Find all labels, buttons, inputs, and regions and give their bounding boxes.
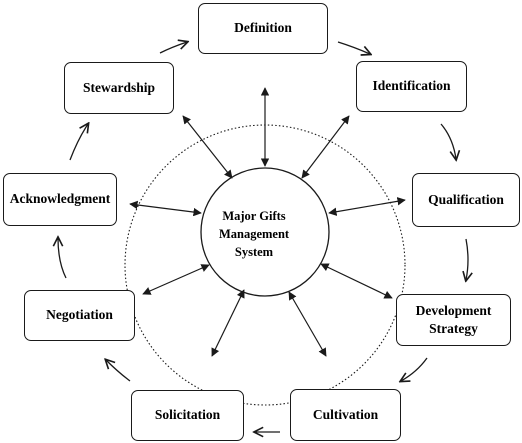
- spoke-arrow-bottom-left: [211, 289, 245, 357]
- center-label: Major Gifts Management System: [218, 208, 290, 260]
- spoke-arrows: [129, 87, 406, 357]
- stage-label-acknowledgment: Acknowledgment: [9, 191, 111, 207]
- stage-label-definition: Definition: [234, 20, 292, 36]
- center-circle: [200, 167, 330, 297]
- cycle-arrow-definition-to-identification: [337, 41, 370, 54]
- stage-label-qualification: Qualification: [428, 191, 504, 207]
- stage-box-definition: Definition: [198, 3, 328, 54]
- cycle-arrow-negotiation-to-acknowledgment: [58, 238, 67, 279]
- stage-label-cultivation: Cultivation: [312, 406, 379, 422]
- stage-label-solicitation: Solicitation: [154, 407, 221, 423]
- stage-label-stewardship: Stewardship: [82, 79, 155, 95]
- cycle-arrow-identification-to-qualification: [440, 123, 456, 159]
- spoke-arrow-left: [129, 200, 202, 217]
- stage-label-development-strategy: Development Strategy: [415, 302, 492, 336]
- stage-box-cultivation: Cultivation: [290, 389, 401, 441]
- cycle-arrow-acknowledgment-to-stewardship: [69, 124, 88, 161]
- spoke-arrow-bottom-right: [288, 291, 327, 357]
- stage-box-identification: Identification: [356, 61, 467, 112]
- stage-label-negotiation: Negotiation: [46, 307, 113, 323]
- stage-box-negotiation: Negotiation: [24, 290, 135, 341]
- cycle-arrow-stewardship-to-definition: [159, 42, 187, 54]
- stage-box-development-strategy: Development Strategy: [396, 294, 511, 346]
- stage-label-identification: Identification: [372, 78, 451, 94]
- stage-box-solicitation: Solicitation: [131, 390, 244, 441]
- cycle-arrows: [58, 42, 468, 432]
- spoke-arrow-upper-left: [182, 115, 233, 179]
- spoke-arrow-right: [328, 197, 406, 216]
- cycle-arrow-solicitation-to-negotiation: [106, 360, 131, 382]
- cycle-arrow-development-to-cultivation: [401, 357, 428, 381]
- stage-box-qualification: Qualification: [412, 173, 520, 227]
- stage-box-stewardship: Stewardship: [64, 62, 174, 114]
- stage-box-acknowledgment: Acknowledgment: [3, 173, 117, 226]
- spoke-arrow-upper-right: [301, 115, 350, 179]
- spoke-arrow-lower-right: [320, 263, 393, 299]
- cycle-arrow-qualification-to-development: [466, 238, 468, 280]
- spoke-arrow-lower-left: [142, 264, 210, 295]
